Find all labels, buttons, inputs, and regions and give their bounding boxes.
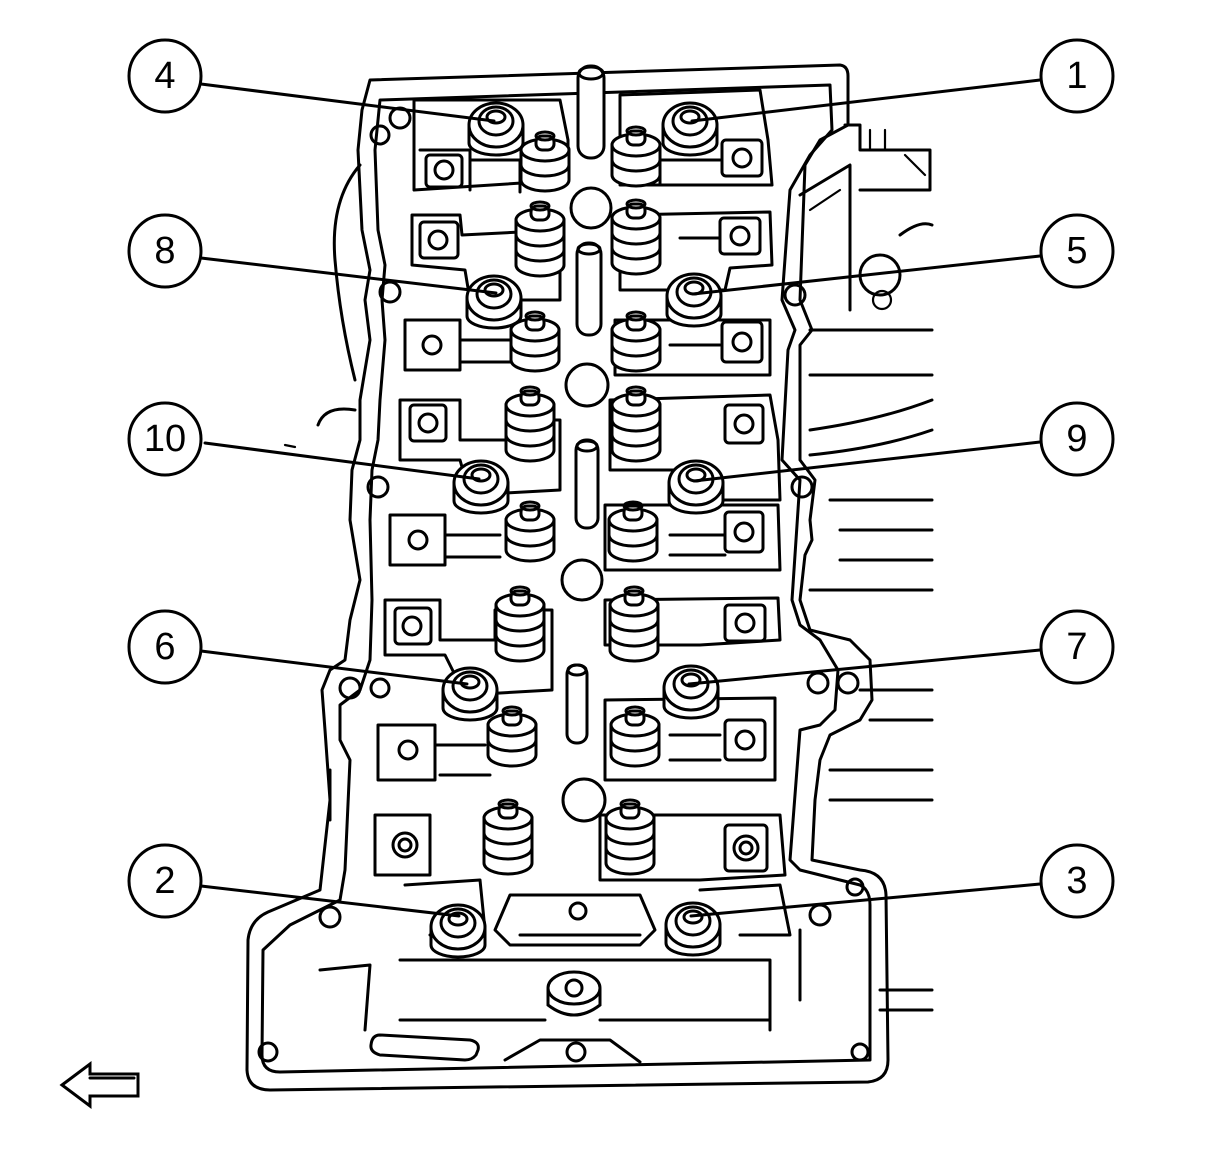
valve-spring [604, 798, 656, 876]
callout-label-2: 2 [154, 860, 175, 902]
callout-label-1: 1 [1066, 55, 1087, 97]
center-dowels [546, 64, 613, 1017]
callout-label-8: 8 [154, 230, 175, 272]
leader-line-9 [692, 440, 1042, 483]
callout-label-10: 10 [144, 418, 186, 460]
right-cam-carriers [598, 88, 792, 937]
leader-line-8 [199, 256, 498, 295]
leader-line-2 [199, 884, 461, 918]
head-bolt [465, 274, 523, 330]
callout-10: 10 [127, 401, 203, 477]
valve-spring [607, 500, 659, 563]
head-bolt [667, 459, 725, 515]
valve-spring [504, 385, 556, 463]
callout-9: 9 [1039, 401, 1115, 477]
callout-8: 8 [127, 213, 203, 289]
valve-spring [609, 705, 661, 768]
valve-spring [486, 705, 538, 768]
front-cap-block [493, 893, 657, 947]
head-bolt [662, 664, 720, 720]
callout-3: 3 [1039, 843, 1115, 919]
callout-label-5: 5 [1066, 230, 1087, 272]
valve-spring [608, 585, 660, 663]
head-bolt [452, 459, 510, 515]
head-bolt [429, 903, 487, 959]
callout-label-6: 6 [154, 626, 175, 668]
left-arrow-icon [59, 1061, 140, 1109]
leader-line-6 [199, 649, 469, 686]
valve-spring [504, 500, 556, 563]
leader-line-3 [689, 882, 1042, 918]
head-bolts [429, 101, 725, 959]
valve-spring [514, 200, 566, 278]
leader-line-4 [199, 82, 496, 123]
valve-springs [482, 125, 662, 876]
callout-4: 4 [127, 38, 203, 114]
leader-lines [199, 78, 1042, 918]
callout-label-4: 4 [154, 55, 175, 97]
head-bolt [665, 272, 723, 328]
leader-line-1 [690, 78, 1042, 123]
valve-spring [610, 125, 662, 188]
valve-spring [482, 798, 534, 876]
head-bolt [664, 901, 722, 957]
leader-line-5 [691, 254, 1042, 296]
valve-spring [519, 130, 571, 193]
callout-7: 7 [1039, 609, 1115, 685]
valve-spring [494, 585, 546, 663]
callout-label-7: 7 [1066, 626, 1087, 668]
leader-line-7 [687, 648, 1042, 686]
callout-5: 5 [1039, 213, 1115, 289]
head-bolt [661, 101, 719, 157]
callout-2: 2 [127, 843, 203, 919]
head-bolt [441, 666, 499, 722]
callout-6: 6 [127, 609, 203, 685]
callout-1: 1 [1039, 38, 1115, 114]
leader-line-10 [203, 441, 481, 481]
valve-spring [610, 385, 662, 463]
callout-label-9: 9 [1066, 418, 1087, 460]
callout-label-3: 3 [1066, 860, 1087, 902]
valve-spring [610, 310, 662, 373]
head-bolt [467, 101, 525, 157]
valve-spring [509, 310, 561, 373]
valve-spring [610, 198, 662, 276]
cylinder-head-outline [245, 63, 890, 1092]
